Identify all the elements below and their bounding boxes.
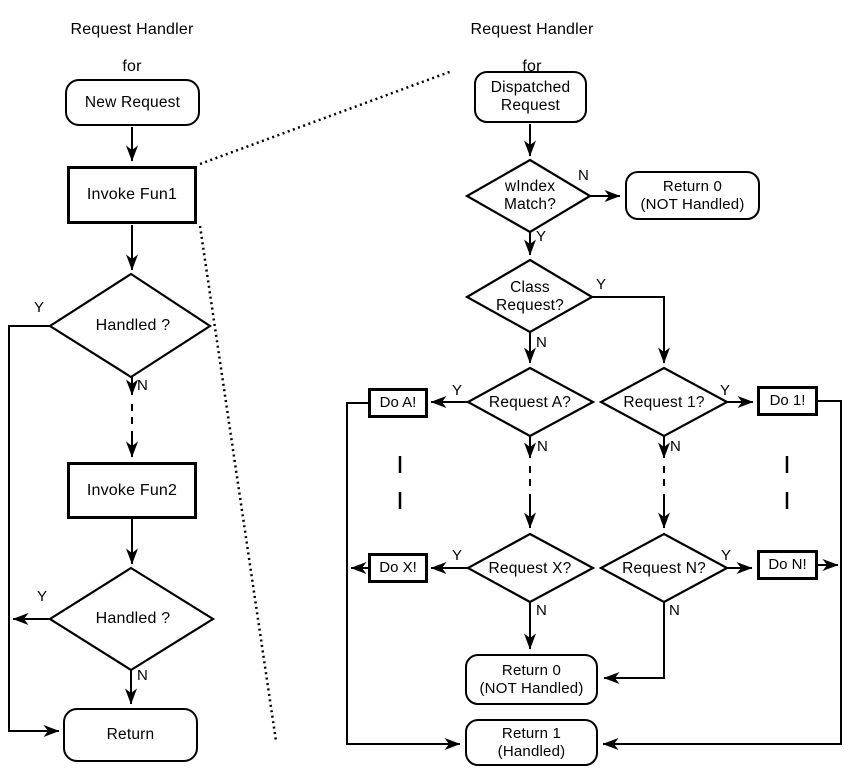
diamond-handled-2 bbox=[47, 566, 216, 672]
node-new-request-label: New Request bbox=[84, 93, 181, 111]
expansion-line-bottom bbox=[198, 225, 278, 742]
diamond-class-request bbox=[464, 258, 595, 334]
node-do-n-label: Do N! bbox=[768, 556, 807, 573]
node-request-n-label: Request N? bbox=[622, 560, 706, 577]
class-line1: Class bbox=[510, 279, 550, 296]
diamond-request-a bbox=[465, 366, 596, 438]
windex-yes-label: Y bbox=[536, 228, 547, 245]
right-title-line1: Request Handler bbox=[470, 20, 594, 38]
windex-line2: Match? bbox=[503, 196, 557, 213]
node-handled-1-label: Handled ? bbox=[95, 317, 171, 334]
expansion-line-top bbox=[199, 69, 453, 166]
node-return0-bottom: Return 0 (NOT Handled) bbox=[465, 654, 598, 705]
left-title-line2: for bbox=[122, 57, 142, 75]
node-invoke-fun2-label: Invoke Fun2 bbox=[86, 481, 178, 499]
request-1-no-label: N bbox=[670, 438, 681, 455]
edge-class-yes-to-request1 bbox=[592, 296, 670, 364]
node-dispatched-request: Dispatched Request bbox=[474, 71, 587, 123]
request-n-no-label: N bbox=[669, 602, 680, 619]
node-return1-line2: (Handled) bbox=[497, 742, 566, 760]
node-return0-top-line1: Return 0 bbox=[662, 177, 723, 195]
node-do-a-label: Do A! bbox=[379, 394, 417, 411]
edge-doa-to-return1 bbox=[346, 402, 461, 750]
left-title-line1: Request Handler bbox=[70, 20, 194, 38]
node-request-1-label: Request 1? bbox=[623, 394, 705, 411]
diamond-request-1 bbox=[598, 366, 730, 438]
request-1-yes-label: Y bbox=[720, 382, 731, 399]
request-a-yes-label: Y bbox=[452, 382, 463, 399]
edge-handled1-yes-to-return bbox=[8, 325, 60, 737]
node-new-request: New Request bbox=[65, 79, 200, 126]
node-return0-bottom-line1: Return 0 bbox=[501, 661, 562, 679]
node-return0-top-line2: (NOT Handled) bbox=[640, 195, 745, 213]
request-n-yes-label: Y bbox=[721, 547, 732, 564]
handled1-no-label: N bbox=[137, 377, 148, 394]
class-line2: Request? bbox=[496, 297, 564, 314]
request-x-yes-label: Y bbox=[452, 547, 463, 564]
node-request-x-label: Request X? bbox=[488, 560, 572, 577]
node-do-x: Do X! bbox=[368, 553, 428, 583]
node-do-x-label: Do X! bbox=[379, 559, 417, 576]
windex-no-label: N bbox=[578, 167, 589, 184]
node-invoke-fun2: Invoke Fun2 bbox=[67, 462, 197, 519]
handled2-no-label: N bbox=[137, 667, 148, 684]
node-handled-2-label: Handled ? bbox=[95, 610, 171, 627]
node-return0-bottom-line2: (NOT Handled) bbox=[479, 679, 584, 697]
edge-requestn-no-to-return0 bbox=[603, 602, 665, 684]
node-do-1: Do 1! bbox=[757, 386, 818, 416]
node-invoke-fun1: Invoke Fun1 bbox=[67, 166, 197, 224]
node-dispatched-request-line1: Dispatched bbox=[490, 79, 571, 96]
node-do-1-label: Do 1! bbox=[769, 392, 806, 409]
node-do-a: Do A! bbox=[368, 388, 428, 418]
node-return0-top: Return 0 (NOT Handled) bbox=[625, 171, 760, 220]
node-request-a-label: Request A? bbox=[488, 394, 572, 411]
class-yes-label: Y bbox=[596, 276, 607, 293]
request-x-no-label: N bbox=[536, 602, 547, 619]
diamond-windex-match bbox=[464, 158, 593, 234]
node-invoke-fun1-label: Invoke Fun1 bbox=[86, 186, 178, 203]
node-dispatched-request-line2: Request bbox=[500, 97, 561, 114]
node-return1: Return 1 (Handled) bbox=[465, 719, 598, 766]
diamond-handled-1 bbox=[47, 272, 213, 379]
class-no-label: N bbox=[536, 334, 547, 351]
node-return-left-label: Return bbox=[106, 726, 155, 743]
right-title-line2: for bbox=[522, 57, 542, 75]
handled1-yes-label: Y bbox=[34, 299, 45, 316]
node-return1-line1: Return 1 bbox=[501, 724, 562, 742]
diamond-request-x bbox=[465, 532, 596, 604]
node-return-left: Return bbox=[63, 708, 198, 762]
diamond-request-n bbox=[598, 532, 730, 604]
edge-do1-to-return1 bbox=[602, 400, 842, 750]
handled2-yes-label: Y bbox=[37, 588, 48, 605]
request-a-no-label: N bbox=[537, 438, 548, 455]
node-do-n: Do N! bbox=[757, 550, 818, 580]
windex-line1: wIndex bbox=[504, 178, 556, 195]
